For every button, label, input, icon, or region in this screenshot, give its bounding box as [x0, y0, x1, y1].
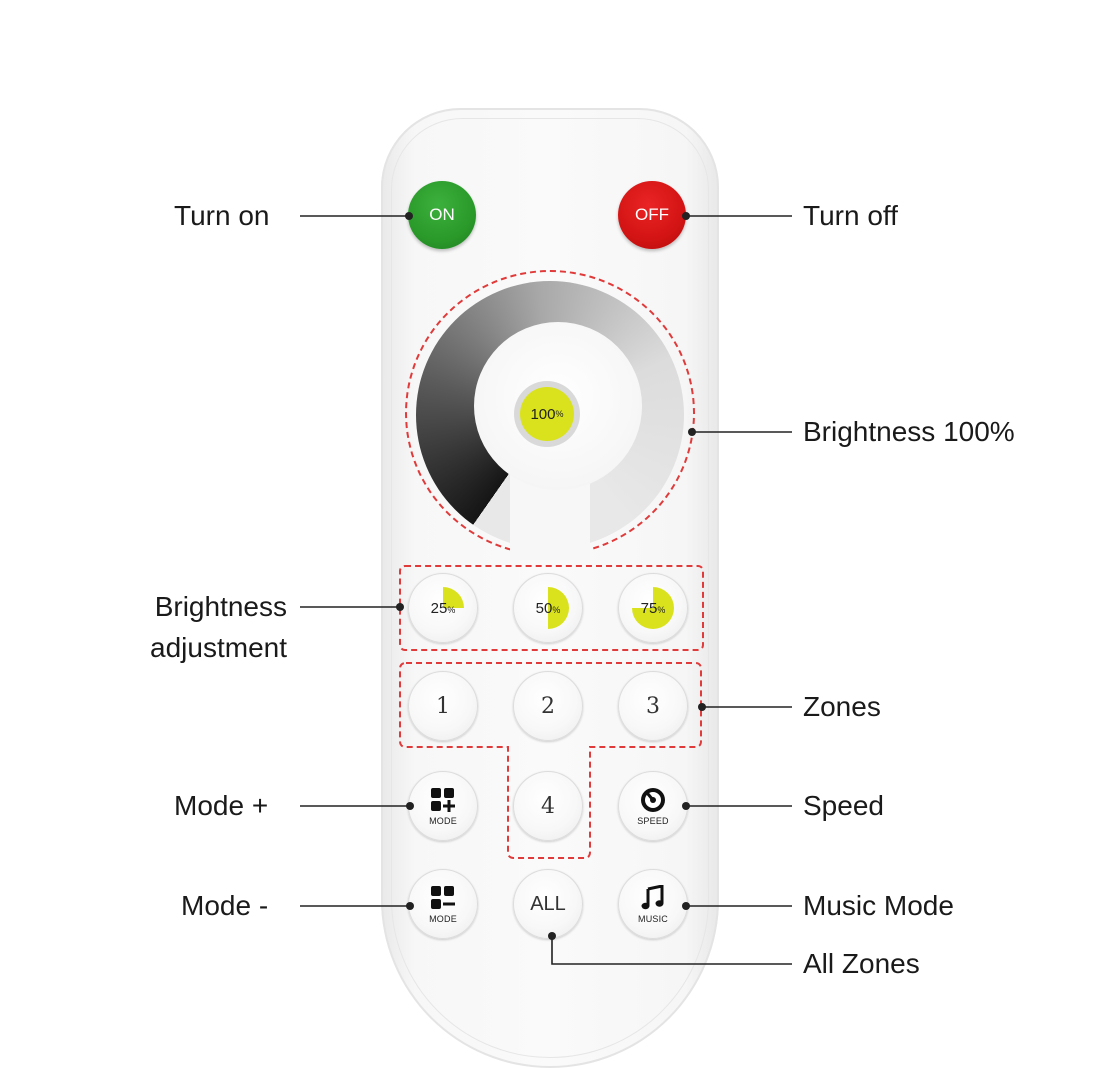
leader-all-zones	[551, 936, 792, 965]
callout-mode-minus: Mode -	[181, 890, 269, 921]
mode-minus-label: MODE	[429, 913, 457, 924]
brightness-50-pie	[527, 587, 569, 629]
off-button-label: OFF	[635, 205, 669, 224]
zone-2-label: 2	[541, 693, 555, 719]
dot-brightness-100	[688, 428, 696, 436]
speed-gauge-icon	[641, 787, 665, 812]
callout-mode-plus: Mode +	[174, 790, 269, 821]
brightness-25-unit: %	[447, 604, 456, 615]
grid-plus-icon	[431, 787, 455, 812]
dot-speed	[682, 802, 690, 810]
dot-all-zones	[548, 932, 556, 940]
all-button-label: ALL	[530, 892, 566, 915]
off-button[interactable]: OFF	[618, 181, 686, 249]
on-button-label: ON	[429, 205, 455, 224]
dot-mode-plus	[406, 802, 414, 810]
brightness-100-value: 100	[530, 405, 556, 423]
callout-brightness-adjustment: Brightness adjustment	[120, 587, 287, 668]
all-zones-button[interactable]: ALL	[513, 869, 583, 939]
brightness-75-unit: %	[657, 604, 666, 615]
music-note-icon	[641, 884, 664, 909]
zone-4-button[interactable]: 4	[513, 771, 583, 841]
music-label: MUSIC	[638, 913, 668, 924]
brightness-50-unit: %	[552, 604, 561, 615]
zone-3-label: 3	[646, 693, 660, 719]
dot-brightness-adjustment	[396, 603, 404, 611]
grid-minus-icon	[431, 885, 455, 909]
callout-brightness-adjustment-line2: adjustment	[150, 631, 287, 663]
zone-1-button[interactable]: 1	[408, 671, 478, 741]
callout-turn-off: Turn off	[803, 200, 898, 231]
speed-button[interactable]: SPEED	[618, 771, 688, 841]
dot-mode-minus	[406, 902, 414, 910]
callout-all-zones: All Zones	[803, 948, 920, 979]
zones-outline-path	[399, 662, 702, 859]
brightness-25-value: 25	[430, 599, 448, 617]
callout-brightness-adjustment-line1: Brightness	[154, 591, 287, 622]
zone-2-button[interactable]: 2	[513, 671, 583, 741]
zone-1-label: 1	[436, 693, 450, 719]
mode-plus-button[interactable]: MODE	[408, 771, 478, 841]
brightness-100-button[interactable]: 100%	[514, 381, 580, 447]
dot-music-mode	[682, 902, 690, 910]
brightness-50-text: 50%	[536, 600, 561, 617]
dot-zones	[698, 703, 706, 711]
callout-zones: Zones	[803, 691, 881, 722]
brightness-25-text: 25%	[431, 600, 456, 617]
brightness-75-button[interactable]: 75%	[618, 573, 688, 643]
brightness-75-value: 75	[640, 599, 658, 617]
dot-turn-off	[682, 212, 690, 220]
brightness-25-button[interactable]: 25%	[408, 573, 478, 643]
brightness-75-pie	[632, 587, 674, 629]
brightness-100-unit: %	[555, 409, 564, 419]
speed-label: SPEED	[637, 815, 669, 826]
callout-music-mode: Music Mode	[803, 890, 954, 921]
zone-4-label: 4	[541, 793, 555, 819]
brightness-50-button[interactable]: 50%	[513, 573, 583, 643]
music-button[interactable]: MUSIC	[618, 869, 688, 939]
mode-plus-label: MODE	[429, 815, 457, 826]
callout-turn-on: Turn on	[174, 200, 270, 231]
dot-turn-on	[405, 212, 413, 220]
brightness-50-value: 50	[535, 599, 553, 617]
callout-brightness-100: Brightness 100%	[803, 416, 1015, 447]
brightness-25-pie	[422, 587, 464, 629]
zone-3-button[interactable]: 3	[618, 671, 688, 741]
mode-minus-button[interactable]: MODE	[408, 869, 478, 939]
brightness-75-text: 75%	[641, 600, 666, 617]
brightness-100-face: 100%	[520, 387, 574, 441]
callout-speed: Speed	[803, 790, 884, 821]
on-button[interactable]: ON	[408, 181, 476, 249]
